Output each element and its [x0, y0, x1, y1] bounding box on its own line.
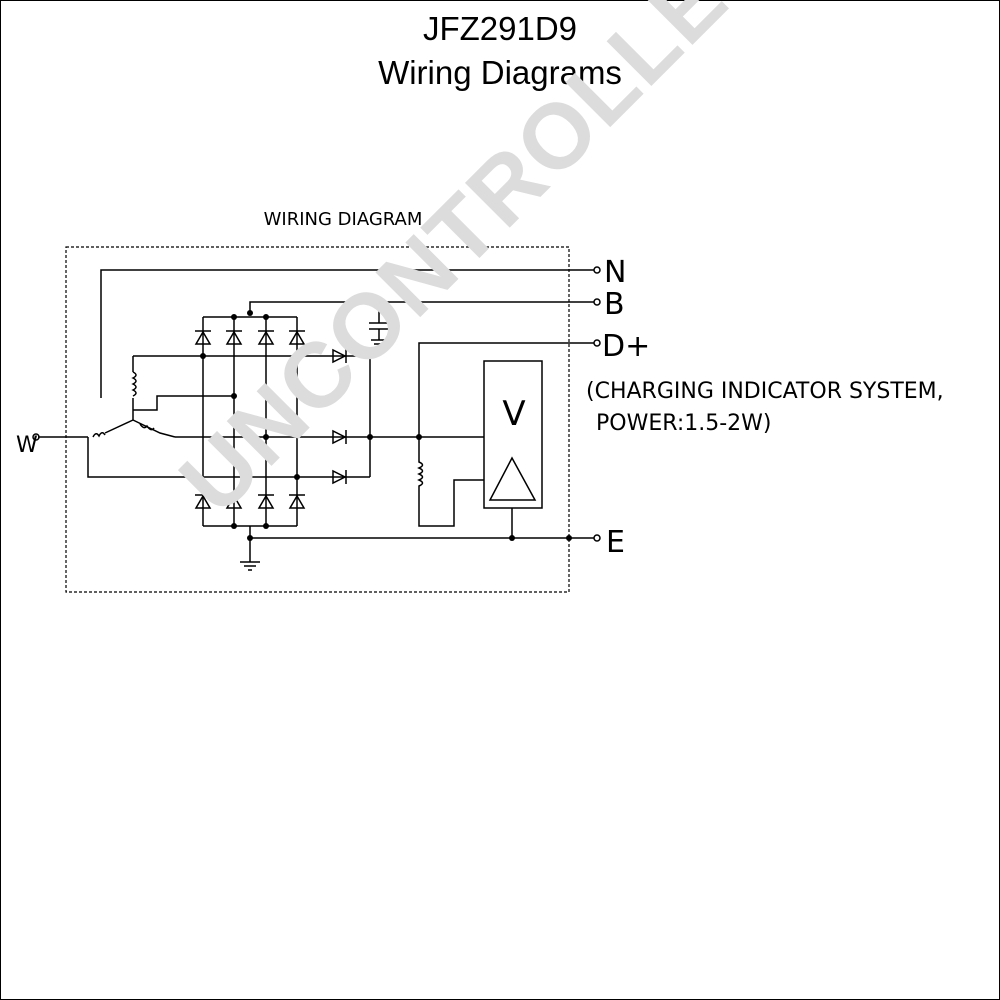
voltage-regulator [483, 360, 543, 509]
terminal-b [593, 298, 601, 306]
label-w: W [16, 433, 38, 458]
stator-neutral [133, 395, 234, 411]
model-title: JFZ291D9 [422, 10, 578, 47]
terminal-w [32, 433, 40, 441]
stator-coil-top [131, 371, 137, 397]
note-line-1: (CHARGING INDICATOR SYSTEM, [586, 379, 944, 404]
label-e: E [606, 525, 625, 560]
label-b: B [604, 287, 625, 322]
b-line [249, 301, 594, 313]
label-n: N [604, 255, 626, 290]
dplus-line [418, 342, 594, 436]
terminal-dplus [593, 339, 601, 347]
note-line-2: POWER:1.5-2W) [596, 411, 772, 436]
terminal-n [593, 266, 601, 274]
diagram-caption: WIRING DIAGRAM [264, 209, 423, 230]
stator-coils [92, 423, 155, 438]
capacitor [369, 302, 389, 349]
exciter-bus [369, 356, 484, 477]
n-line [100, 269, 594, 398]
ground-symbol [240, 526, 260, 571]
alternator-enclosure [65, 246, 570, 593]
page-subtitle: Wiring Diagrams [378, 54, 622, 91]
exciter-diodes [332, 348, 347, 485]
field-coil [417, 437, 484, 527]
bridge-columns [202, 317, 298, 526]
stator-phases [104, 419, 176, 438]
regulator-label: V [502, 394, 525, 434]
junction-dots [200, 299, 572, 541]
lower-diodes [194, 494, 306, 509]
phase-leads [87, 355, 370, 478]
upper-diodes [194, 330, 306, 345]
regulator-amplifier [488, 456, 537, 501]
terminal-e [593, 534, 601, 542]
label-dplus: D+ [602, 329, 650, 364]
